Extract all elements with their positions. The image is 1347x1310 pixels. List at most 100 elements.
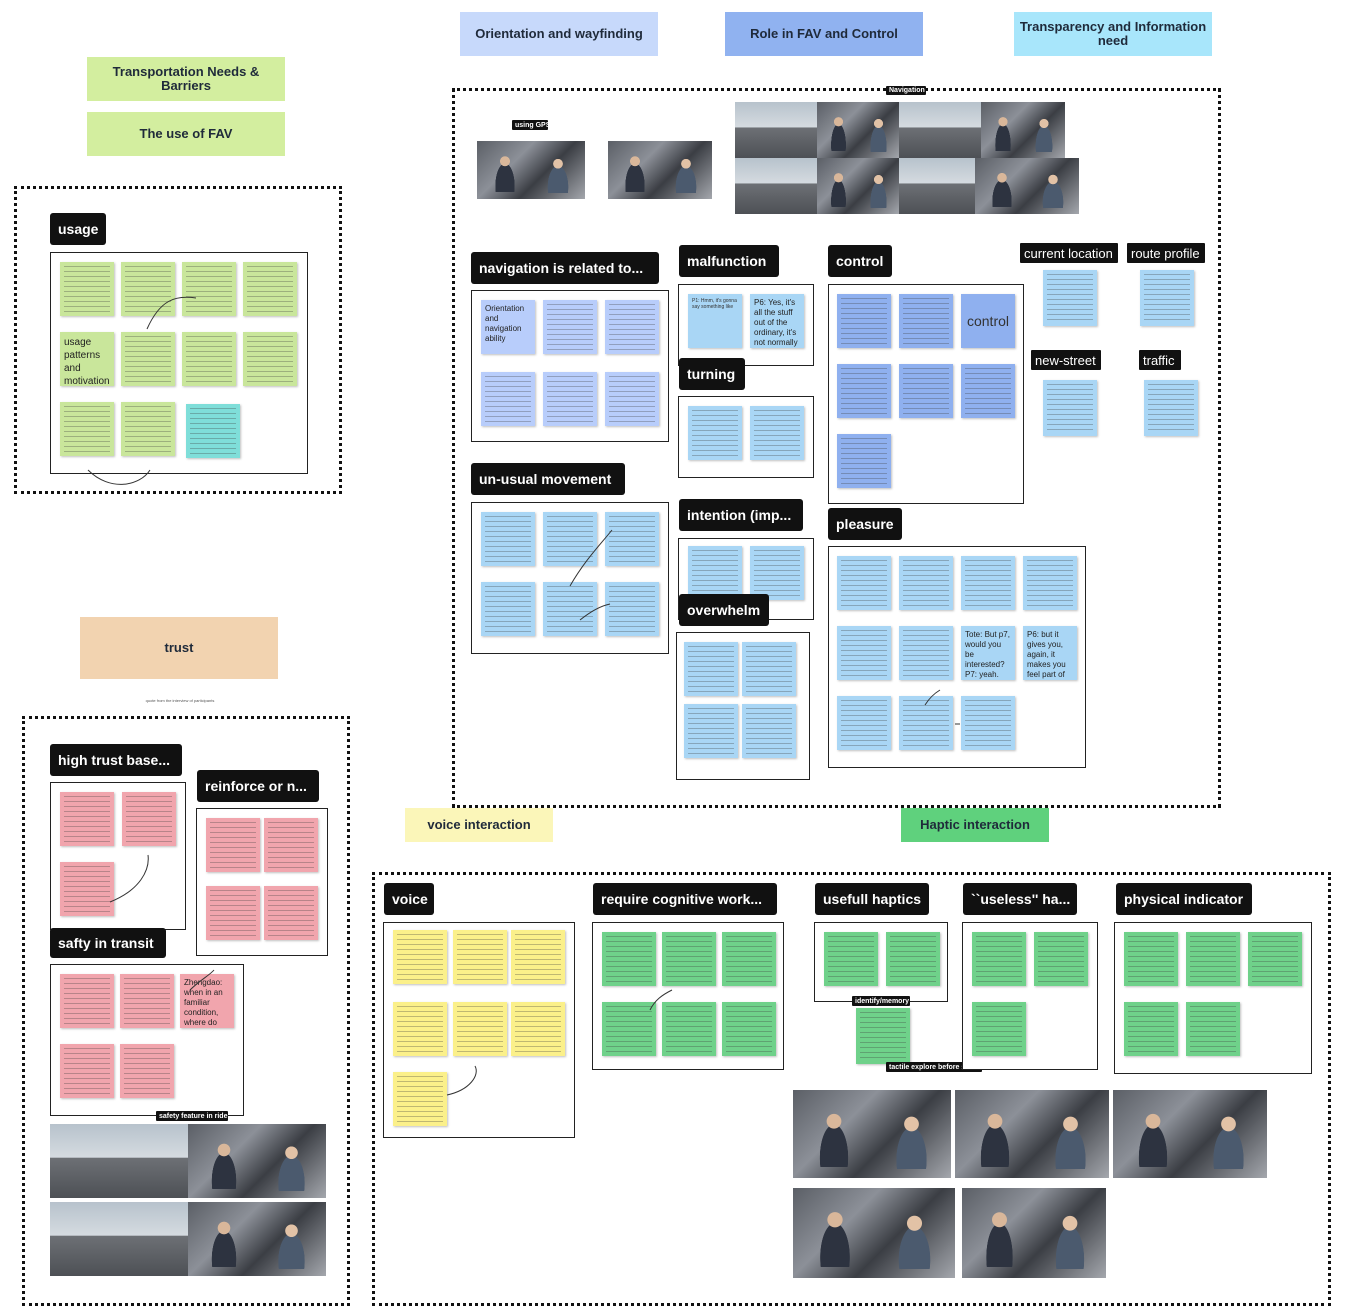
useless-haptics-tag[interactable]: ``useless'' ha... <box>963 883 1077 915</box>
sticky-note[interactable] <box>481 372 535 426</box>
sticky-note[interactable] <box>121 262 175 316</box>
sticky-note[interactable] <box>1043 270 1097 326</box>
pleasure-tag[interactable]: pleasure <box>828 508 902 540</box>
sticky-note[interactable] <box>688 546 742 600</box>
sticky-note[interactable] <box>60 974 114 1028</box>
sticky-note[interactable] <box>837 696 891 750</box>
sticky-note[interactable] <box>742 704 796 758</box>
current-location-tag[interactable]: current location <box>1020 243 1118 263</box>
physical-indicator-tag[interactable]: physical indicator <box>1116 883 1252 915</box>
sticky-note[interactable] <box>60 792 114 846</box>
route-profile-tag[interactable]: route profile <box>1127 243 1205 263</box>
banner-voice-interaction[interactable]: voice interaction <box>405 808 553 842</box>
sticky-note[interactable] <box>688 406 742 460</box>
sticky-note[interactable] <box>481 512 535 566</box>
sticky-note[interactable] <box>1248 932 1302 986</box>
sticky-note[interactable] <box>837 556 891 610</box>
sticky-note[interactable] <box>899 294 953 348</box>
sticky-note[interactable] <box>837 626 891 680</box>
sticky-note[interactable] <box>1124 1002 1178 1056</box>
malfunction-p6-note[interactable]: P6: Yes, it's all the stuff out of the o… <box>750 294 804 348</box>
reinforce-tag[interactable]: reinforce or n... <box>197 770 319 802</box>
navigation-related-tag[interactable]: navigation is related to... <box>471 252 659 284</box>
navigation-label[interactable]: Navigation <box>886 86 926 95</box>
high-trust-tag[interactable]: high trust base... <box>50 744 182 776</box>
p6-pleasure-note[interactable]: P6: but it gives you, again, it makes yo… <box>1023 626 1077 680</box>
sticky-note[interactable] <box>684 704 738 758</box>
sticky-note[interactable] <box>393 1072 447 1126</box>
sticky-note[interactable] <box>543 582 597 636</box>
intention-tag[interactable]: intention (imp... <box>679 499 803 531</box>
sticky-note[interactable] <box>856 1008 910 1064</box>
sticky-note[interactable] <box>972 1002 1026 1056</box>
cognitive-work-tag[interactable]: require cognitive work... <box>593 883 777 915</box>
sticky-note[interactable] <box>750 546 804 600</box>
sticky-note[interactable] <box>602 1002 656 1056</box>
voice-tag[interactable]: voice <box>384 883 434 915</box>
sticky-note[interactable] <box>1023 556 1077 610</box>
turning-tag[interactable]: turning <box>679 358 745 390</box>
sticky-note[interactable] <box>393 1002 447 1056</box>
sticky-note[interactable] <box>453 930 507 984</box>
sticky-note[interactable] <box>121 402 175 456</box>
sticky-note[interactable] <box>264 818 318 872</box>
sticky-note[interactable] <box>742 642 796 696</box>
sticky-note[interactable] <box>824 932 878 986</box>
sticky-note[interactable] <box>684 642 738 696</box>
sticky-note[interactable] <box>1144 380 1198 436</box>
sticky-note[interactable] <box>961 364 1015 418</box>
banner-transparency-information[interactable]: Transparency and Information need <box>1014 12 1212 56</box>
traffic-tag[interactable]: traffic <box>1139 350 1181 370</box>
sticky-note[interactable] <box>1043 380 1097 436</box>
sticky-note[interactable] <box>899 556 953 610</box>
sticky-note[interactable] <box>899 696 953 750</box>
sticky-note[interactable] <box>722 1002 776 1056</box>
sticky-note[interactable] <box>662 932 716 986</box>
sticky-note[interactable] <box>120 1044 174 1098</box>
sticky-note[interactable] <box>961 556 1015 610</box>
sticky-note[interactable] <box>972 932 1026 986</box>
banner-use-of-fav[interactable]: The use of FAV <box>87 112 285 156</box>
sticky-note[interactable] <box>182 332 236 386</box>
sticky-note[interactable] <box>1124 932 1178 986</box>
sticky-note[interactable] <box>481 582 535 636</box>
using-gps-label[interactable]: using GPS <box>512 120 548 130</box>
new-street-tag[interactable]: new-street <box>1031 350 1101 370</box>
sticky-note[interactable] <box>206 818 260 872</box>
sticky-note[interactable] <box>722 932 776 986</box>
tactile-explore-label[interactable]: tactile explore before settle <box>886 1062 982 1072</box>
sticky-note[interactable] <box>837 434 891 488</box>
banner-haptic-interaction[interactable]: Haptic interaction <box>901 808 1049 842</box>
sticky-note[interactable] <box>60 402 114 456</box>
zhengdao-note[interactable]: Zhengdao: when in an familiar condition,… <box>180 974 234 1028</box>
sticky-note[interactable] <box>543 300 597 354</box>
sticky-note[interactable] <box>605 300 659 354</box>
sticky-note[interactable] <box>60 262 114 316</box>
sticky-note[interactable] <box>899 364 953 418</box>
unusual-movement-tag[interactable]: un-usual movement <box>471 463 625 495</box>
sticky-note[interactable] <box>543 372 597 426</box>
sticky-note[interactable] <box>662 1002 716 1056</box>
sticky-note[interactable] <box>605 372 659 426</box>
sticky-note[interactable] <box>264 886 318 940</box>
sticky-note[interactable] <box>120 974 174 1028</box>
control-word-note[interactable]: control <box>961 294 1015 348</box>
malfunction-p1-note[interactable]: P1: Hmm, it's gonna say something like <box>688 294 742 348</box>
sticky-note[interactable] <box>206 886 260 940</box>
sticky-note[interactable] <box>186 404 240 458</box>
banner-transportation-needs[interactable]: Transportation Needs & Barriers <box>87 57 285 101</box>
usage-patterns-note[interactable]: usage patterns and motivation <box>60 332 114 386</box>
sticky-note[interactable] <box>121 332 175 386</box>
sticky-note[interactable] <box>602 932 656 986</box>
sticky-note[interactable] <box>393 930 447 984</box>
tote-note[interactable]: Tote: But p7, would you be interested? P… <box>961 626 1015 680</box>
sticky-note[interactable] <box>837 294 891 348</box>
safety-feature-label[interactable]: safety feature in ride <box>156 1111 228 1121</box>
banner-trust[interactable]: trust <box>80 617 278 679</box>
sticky-note[interactable] <box>899 626 953 680</box>
orientation-ability-note[interactable]: Orientation and navigation ability <box>481 300 535 354</box>
sticky-note[interactable] <box>1140 270 1194 326</box>
overwhelm-tag[interactable]: overwhelm <box>679 594 769 626</box>
sticky-note[interactable] <box>886 932 940 986</box>
usage-tag[interactable]: usage <box>50 213 106 245</box>
